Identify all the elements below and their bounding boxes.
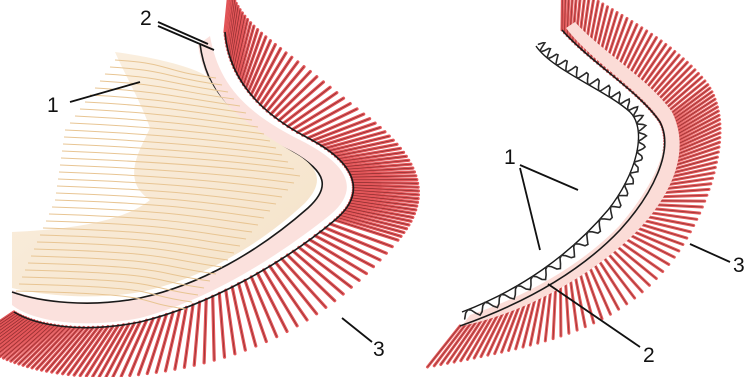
left-leader-1 (70, 82, 140, 102)
right-label-2: 2 (643, 344, 655, 367)
right-label-1: 1 (504, 146, 516, 169)
right-label-3: 3 (733, 254, 745, 277)
right-leader-1b (520, 168, 540, 250)
left-filament-edge (288, 255, 335, 301)
right-gill-septum (462, 22, 680, 326)
right-gill-filaments (428, 0, 721, 367)
left-leader-2b (158, 26, 214, 50)
left-label-1: 1 (47, 94, 59, 117)
left-filament-edge (304, 244, 359, 281)
right-leader-3 (690, 244, 730, 262)
right-gill-arch (428, 0, 721, 367)
left-filament-edge (293, 251, 343, 294)
left-filament-edge (194, 302, 199, 365)
left-filament-edge (299, 247, 351, 287)
left-leader-2a (158, 22, 208, 44)
left-label-2: 2 (140, 7, 152, 30)
left-leader-3 (342, 318, 372, 342)
right-leader-1a (520, 165, 578, 190)
left-filament-edge (219, 293, 224, 357)
left-label-3: 3 (373, 338, 385, 361)
left-gill-arch (0, 0, 418, 377)
